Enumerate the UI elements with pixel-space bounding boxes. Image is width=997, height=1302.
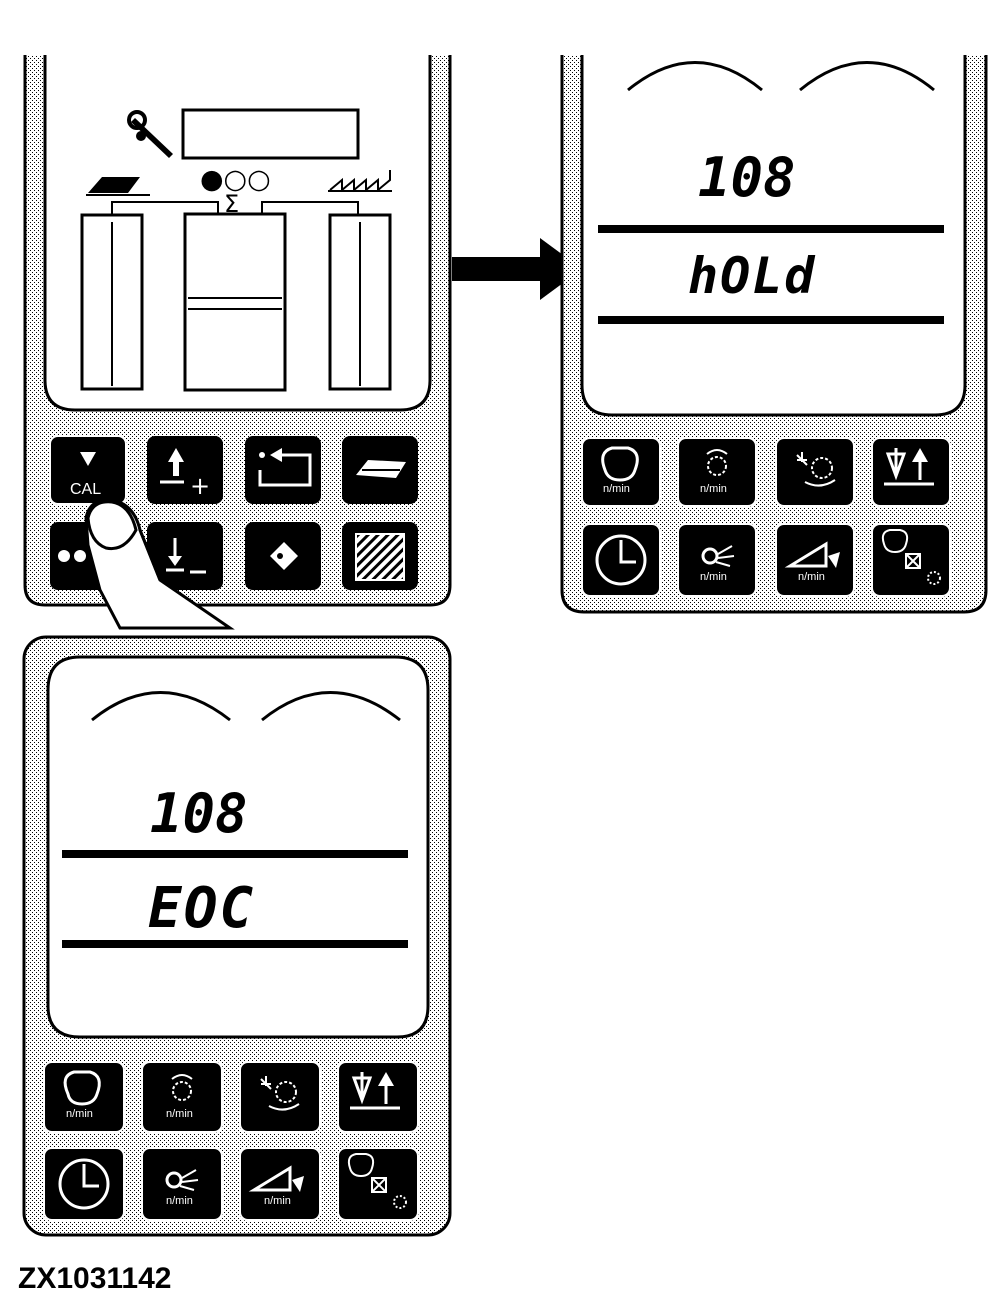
figure-id: ZX1031142: [18, 1262, 172, 1295]
header-height-key[interactable]: [871, 437, 951, 507]
engine-grain-key[interactable]: [871, 523, 951, 597]
unit-label: n/min: [798, 571, 825, 583]
shaker-rpm-key[interactable]: n/min: [677, 523, 757, 597]
hatch-key[interactable]: [342, 522, 418, 590]
fan-speed-key[interactable]: [239, 1061, 321, 1133]
field-area-key[interactable]: [342, 436, 418, 504]
enter-key[interactable]: [245, 522, 321, 590]
shaker-rpm-key[interactable]: n/min: [141, 1147, 223, 1221]
clock-key[interactable]: [43, 1147, 125, 1221]
unit-label: n/min: [66, 1108, 93, 1120]
bar-right: [328, 213, 392, 391]
cal-down-key[interactable]: CAL: [49, 435, 127, 505]
ground-speed-key[interactable]: n/min: [775, 523, 855, 597]
reading-top: 108: [698, 146, 796, 209]
sawtooth-icon: [329, 170, 391, 193]
drum-rpm-key[interactable]: n/min: [141, 1061, 223, 1133]
sigma-symbol: Σ: [224, 190, 239, 218]
reading-top: 108: [150, 782, 248, 845]
reading-bottom: hOLd: [688, 247, 816, 305]
panel-a-monitor: ●○○ Σ CAL: [23, 55, 452, 630]
reading-bottom: EOC: [148, 876, 255, 941]
svg-text:+: +: [190, 472, 210, 500]
header-height-key[interactable]: [337, 1061, 419, 1133]
panel-b-monitor: 108 hOLd n/min n/min: [560, 55, 988, 614]
unit-label: n/min: [166, 1195, 193, 1207]
engine-rpm-key[interactable]: n/min: [581, 437, 661, 507]
unit-label: n/min: [700, 571, 727, 583]
unit-label: n/min: [700, 483, 727, 495]
raise-plus-key[interactable]: +: [147, 436, 223, 504]
lcd-window: [181, 108, 360, 160]
ground-speed-key[interactable]: n/min: [239, 1147, 321, 1221]
bar-center: [183, 212, 287, 392]
unit-label: n/min: [603, 483, 630, 495]
panel-c-monitor: 108 EOC n/min n/min: [22, 635, 452, 1237]
wrench-icon: [127, 110, 173, 158]
bar-left: [80, 213, 144, 391]
field-icon: [86, 177, 150, 196]
unit-label: n/min: [264, 1195, 291, 1207]
unit-label: n/min: [166, 1108, 193, 1120]
lower-minus-key[interactable]: [147, 522, 223, 590]
clock-key[interactable]: [581, 523, 661, 597]
cal-label: CAL: [70, 481, 101, 498]
fan-speed-key[interactable]: [775, 437, 855, 507]
lamps-indicator: ●○○: [200, 164, 271, 195]
engine-rpm-key[interactable]: n/min: [43, 1061, 125, 1133]
drum-rpm-key[interactable]: n/min: [677, 437, 757, 507]
finger-pointer: [84, 498, 235, 630]
return-key[interactable]: [245, 436, 321, 504]
engine-grain-key[interactable]: [337, 1147, 419, 1221]
